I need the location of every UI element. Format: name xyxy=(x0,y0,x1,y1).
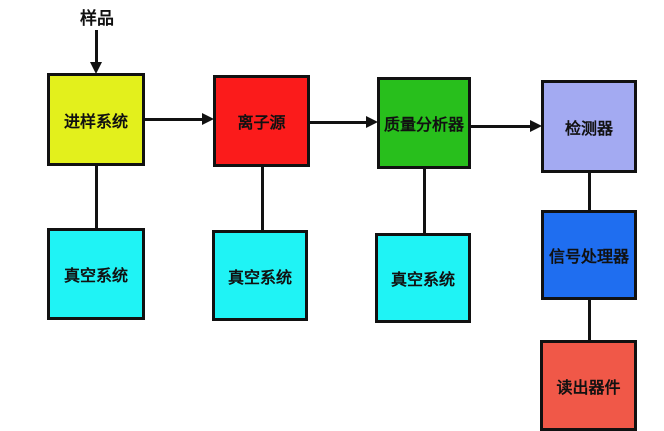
vacuum-system-label: 真空系统 xyxy=(63,266,128,285)
vacuum-system-box-1: 真空系统 xyxy=(47,228,145,320)
signal-processor-box: 信号处理器 xyxy=(541,210,637,300)
connector-ion-source-vacuum xyxy=(261,167,264,230)
vacuum-system-box-3: 真空系统 xyxy=(375,233,471,323)
inlet-system-box: 进样系统 xyxy=(47,73,145,166)
signal-processor-label: 信号处理器 xyxy=(548,247,629,266)
connector-detector-signal xyxy=(588,173,591,210)
arrow-inlet-to-ion-source xyxy=(145,118,203,121)
arrow-head xyxy=(366,116,378,128)
mass-analyzer-label: 质量分析器 xyxy=(383,115,464,134)
connector-signal-readout xyxy=(588,300,591,340)
arrow-analyzer-to-detector xyxy=(471,125,531,128)
readout-device-box: 读出器件 xyxy=(540,340,637,431)
arrow-ion-source-to-analyzer xyxy=(310,121,368,124)
arrow-head xyxy=(530,120,542,132)
vacuum-system-label: 真空系统 xyxy=(390,270,455,289)
sample-arrow-head xyxy=(90,62,102,74)
mass-analyzer-box: 质量分析器 xyxy=(377,77,471,169)
vacuum-system-box-2: 真空系统 xyxy=(212,230,308,321)
readout-device-label: 读出器件 xyxy=(556,377,621,397)
detector-box: 检测器 xyxy=(541,80,637,173)
arrow-head xyxy=(202,113,214,125)
ion-source-label: 离子源 xyxy=(237,113,286,132)
ion-source-box: 离子源 xyxy=(213,75,310,167)
detector-label: 检测器 xyxy=(564,118,613,138)
sample-label: 样品 xyxy=(80,9,114,29)
inlet-system-label: 进样系统 xyxy=(63,111,128,131)
vacuum-system-label: 真空系统 xyxy=(227,267,292,287)
connector-analyzer-vacuum xyxy=(423,169,426,233)
sample-arrow-line xyxy=(95,30,98,64)
connector-inlet-vacuum xyxy=(95,166,98,228)
